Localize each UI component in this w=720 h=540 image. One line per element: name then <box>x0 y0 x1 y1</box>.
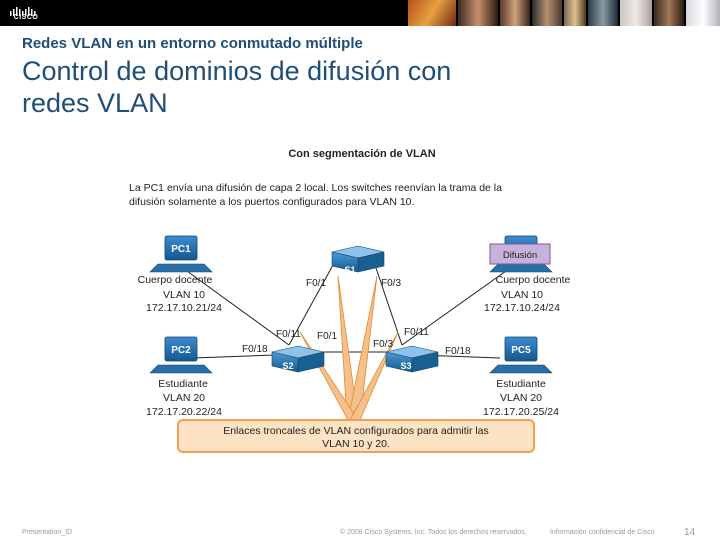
banner-photo <box>686 0 720 26</box>
pc5-role: Estudiante <box>496 378 546 390</box>
banner-photo <box>620 0 652 26</box>
pc1-vlan: VLAN 10 <box>163 289 205 301</box>
port-label: F0/11 <box>276 329 301 340</box>
callout-line: VLAN 10 y 20. <box>322 438 390 450</box>
logo-text: CISCO <box>13 14 39 21</box>
description-line: La PC1 envía una difusión de capa 2 loca… <box>129 182 502 194</box>
pc4-vlan: VLAN 10 <box>501 289 543 301</box>
pc1-role: Cuerpo docente <box>138 274 213 286</box>
footer-copyright: © 2008 Cisco Systems, Inc. Todos los der… <box>340 529 527 536</box>
pc5-vlan: VLAN 20 <box>500 392 542 404</box>
switch-s2[interactable]: S2 <box>271 345 325 373</box>
banner-photo <box>588 0 618 26</box>
port-label: F0/11 <box>404 327 429 338</box>
port-label: F0/3 <box>381 278 401 289</box>
switch-label: S3 <box>400 361 411 371</box>
cisco-logo: CISCO <box>8 4 44 22</box>
page-number: 14 <box>684 527 696 538</box>
switch-s1[interactable]: S1 <box>331 245 385 275</box>
title-line: Control de dominios de difusión con <box>22 56 452 86</box>
port-label: F0/18 <box>445 346 471 357</box>
port-label: F0/3 <box>373 339 393 350</box>
broadcast-label: Difusión <box>503 250 537 261</box>
diagram-heading: Con segmentación de VLAN <box>288 148 435 160</box>
pc5-ip: 172.17.20.25/24 <box>483 406 559 418</box>
switch-label: S1 <box>344 265 355 275</box>
trunk-callout: Enlaces troncales de VLAN configurados p… <box>177 419 535 453</box>
pc1-ip: 172.17.10.21/24 <box>146 302 222 314</box>
banner-photo <box>564 0 586 26</box>
section-subtitle: Redes VLAN en un entorno conmutado múlti… <box>22 35 363 52</box>
banner-photo <box>500 0 530 26</box>
description-line: difusión solamente a los puertos configu… <box>129 196 414 208</box>
pc1-computer[interactable]: PC1 <box>149 235 213 273</box>
switch-s3[interactable]: S3 <box>385 345 439 373</box>
banner-photo <box>408 0 456 26</box>
pc-label: PC2 <box>171 345 191 356</box>
pc4-ip: 172.17.10.24/24 <box>484 302 560 314</box>
banner-photo <box>458 0 498 26</box>
pc-label: PC1 <box>171 244 191 255</box>
port-label: F0/1 <box>317 331 337 342</box>
pc2-role: Estudiante <box>158 378 208 390</box>
pc-label: PC5 <box>511 345 531 356</box>
broadcast-frame-tag: Difusión <box>489 243 551 265</box>
port-label: F0/18 <box>242 344 268 355</box>
page-title: Control de dominios de difusión con rede… <box>22 55 642 119</box>
footer-confidential: Información confidencial de Cisco <box>550 529 655 536</box>
banner-photo <box>532 0 562 26</box>
pc2-computer[interactable]: PC2 <box>149 336 213 374</box>
switch-label: S2 <box>282 361 293 371</box>
footer-presentation-id: Presentation_ID <box>22 529 73 536</box>
banner-photo <box>654 0 684 26</box>
pc4-role: Cuerpo docente <box>496 274 571 286</box>
title-line: redes VLAN <box>22 88 168 118</box>
port-label: F0/1 <box>306 278 326 289</box>
pc2-vlan: VLAN 20 <box>163 392 205 404</box>
pc2-ip: 172.17.20.22/24 <box>146 406 222 418</box>
pc5-computer[interactable]: PC5 <box>489 336 553 374</box>
top-banner: CISCO <box>0 0 720 26</box>
callout-line: Enlaces troncales de VLAN configurados p… <box>223 425 489 437</box>
